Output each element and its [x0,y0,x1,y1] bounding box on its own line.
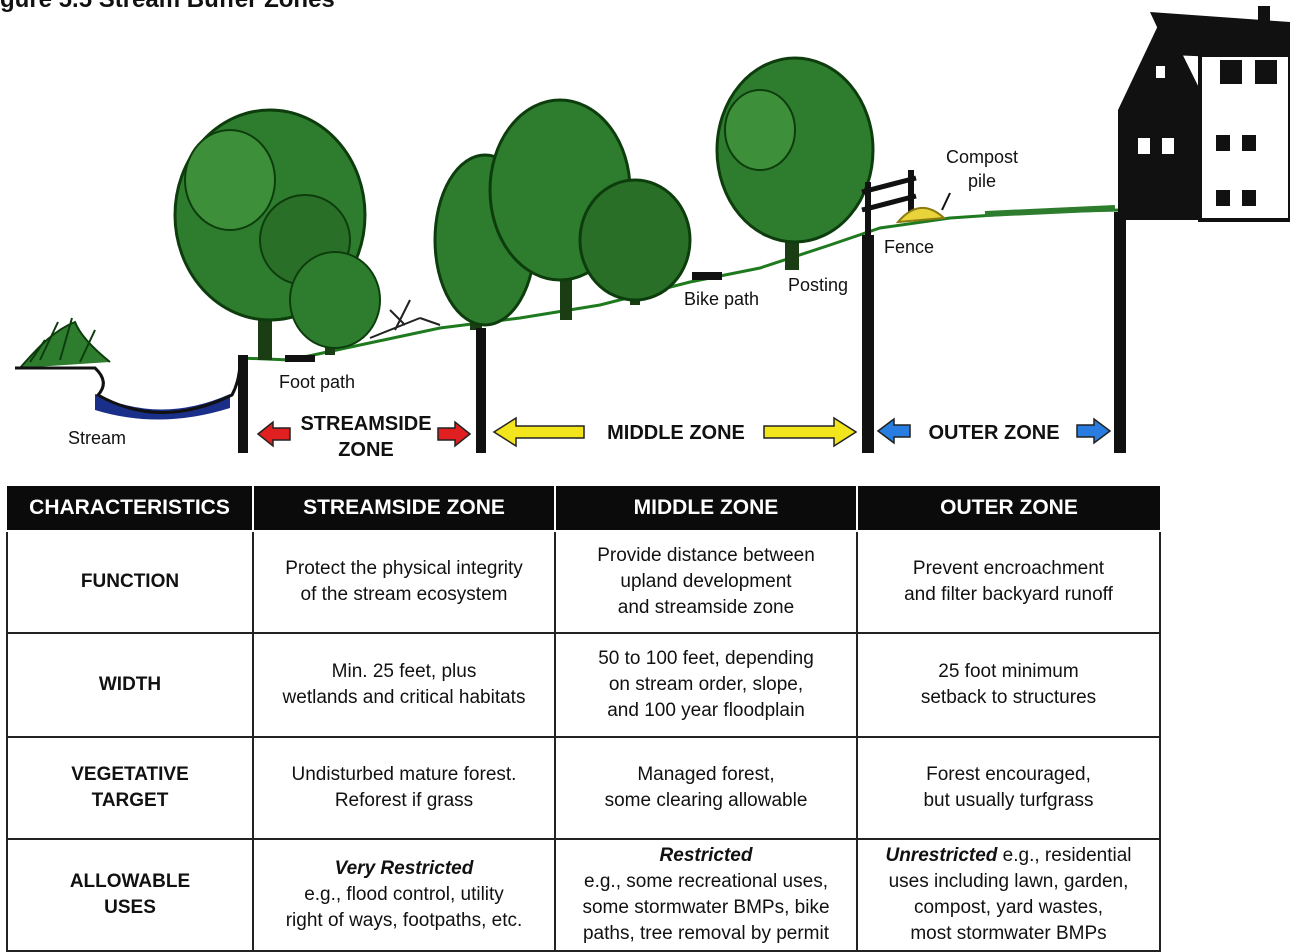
cell-outer-vegetative-target: Forest encouraged, but usually turfgrass [856,736,1161,840]
table-row-allowable-uses: ALLOWABLE USES Very Restricted e.g., flo… [6,838,1161,952]
zone-divider [1114,212,1126,453]
stream-channel [15,359,242,414]
compost-label-line2: pile [968,171,996,191]
cell-outer-width: 25 foot minimum setback to structures [856,632,1161,738]
cell-outer-function: Prevent encroachment and filter backyard… [856,530,1161,634]
table-header-row: CHARACTERISTICS STREAMSIDE ZONE MIDDLE Z… [7,486,1160,532]
zone-characteristics-table: CHARACTERISTICS STREAMSIDE ZONE MIDDLE Z… [6,486,1161,952]
figure-title: gure 5.5 Stream Buffer Zones [0,0,335,14]
row-label-vegetative-target: VEGETATIVE TARGET [6,736,254,840]
cell-streamside-allowable-uses: Very Restricted e.g., flood control, uti… [252,838,556,952]
header-outer-zone: OUTER ZONE [856,486,1160,532]
outer-arrow-left [876,417,911,445]
stream-label: Stream [68,428,126,448]
fence-label: Fence [884,237,934,257]
tree [578,178,692,305]
house [1118,6,1290,222]
stream-buffer-illustration: Stream Foot path Bike path Posting Fence… [15,6,1290,461]
posting-label: Posting [788,275,848,295]
header-characteristics: CHARACTERISTICS [7,486,254,532]
cell-streamside-width: Min. 25 feet, plus wetlands and critical… [252,632,556,738]
row-label-allowable-uses: ALLOWABLE USES [6,838,254,952]
cell-middle-width: 50 to 100 feet, depending on stream orde… [554,632,858,738]
row-label-function: FUNCTION [6,530,254,634]
zone-divider [238,355,248,453]
lawn-grass [984,205,1116,217]
streamside-zone-label-line1: STREAMSIDE [300,413,431,435]
streamside-arrow-left [256,420,291,448]
bike-path-marker [692,272,722,280]
row-label-width: WIDTH [6,632,254,738]
outer-arrow-right [1076,417,1112,445]
zone-divider [476,328,486,453]
cell-streamside-function: Protect the physical integrity of the st… [252,530,556,634]
streamside-arrow-right [437,420,472,448]
cell-streamside-vegetative-target: Undisturbed mature forest. Reforest if g… [252,736,556,840]
foot-path-label: Foot path [279,372,355,392]
zone-divider [862,235,874,453]
table-row-vegetative-target: VEGETATIVE TARGET Undisturbed mature for… [6,736,1161,840]
bike-path-label: Bike path [684,289,759,309]
header-middle-zone: MIDDLE ZONE [554,486,858,532]
compost-label-line1: Compost [946,147,1018,167]
table-row-width: WIDTH Min. 25 feet, plus wetlands and cr… [6,632,1161,738]
cell-outer-allowable-uses: Unrestricted e.g., residential uses incl… [856,838,1161,952]
header-streamside-zone: STREAMSIDE ZONE [252,486,556,532]
table-row-function: FUNCTION Protect the physical integrity … [6,530,1161,634]
tree [715,56,875,270]
tree [289,251,381,355]
compost-pile [895,207,947,224]
fallen-branch [369,299,441,339]
stream-water [95,394,230,420]
cell-middle-allowable-uses: Restricted e.g., some recreational uses,… [554,838,858,952]
ground-line [239,208,1121,362]
cell-middle-vegetative-target: Managed forest, some clearing allowable [554,736,858,840]
foot-path-marker [285,355,315,362]
streamside-zone-label-line2: ZONE [338,439,394,461]
middle-arrow-right [763,416,858,448]
cell-middle-function: Provide distance between upland developm… [554,530,858,634]
outer-zone-label: OUTER ZONE [928,422,1059,444]
middle-zone-label: MIDDLE ZONE [607,422,745,444]
middle-arrow-left [492,416,585,448]
streambank-plants [19,317,111,369]
fence [861,170,917,237]
